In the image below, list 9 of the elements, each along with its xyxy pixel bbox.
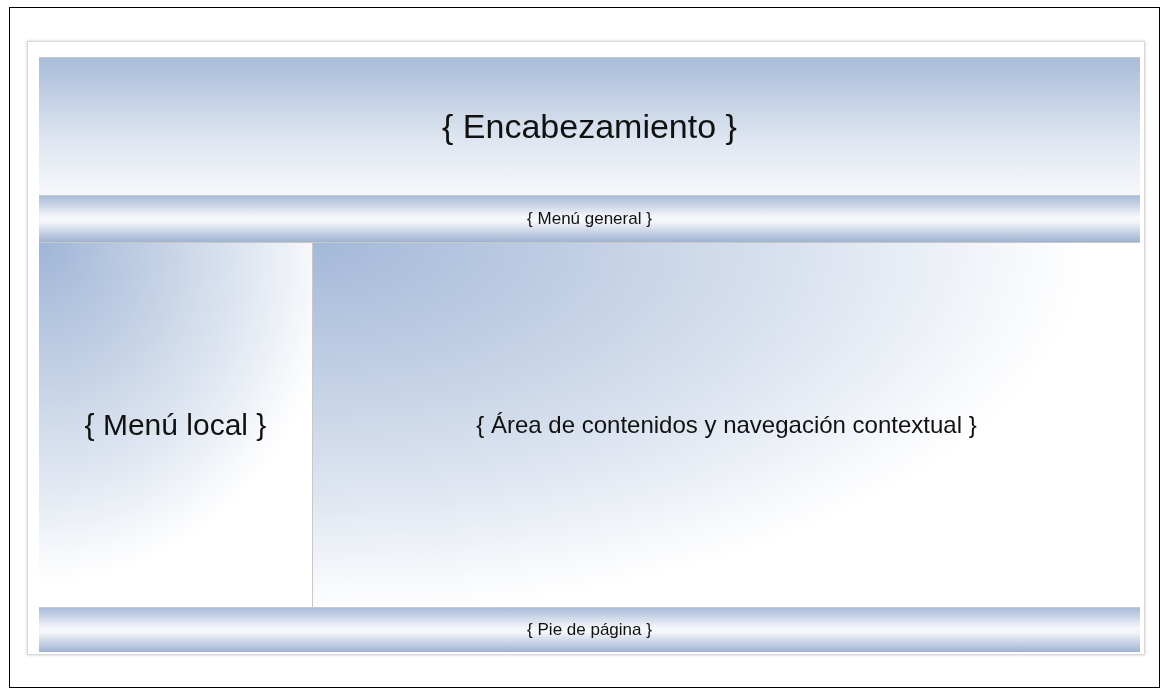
header-band [39,57,1140,195]
band-label: { Menú local } [84,408,267,442]
sidebar-panel [39,242,313,607]
band-label: { Encabezamiento } [442,107,737,146]
band-label: { Pie de página } [527,620,652,640]
menu-bar [39,195,1140,242]
footer-band [39,607,1140,652]
band-label: { Menú general } [527,209,652,229]
band-label: { Área de contenidos y navegación contextual } [476,411,977,439]
